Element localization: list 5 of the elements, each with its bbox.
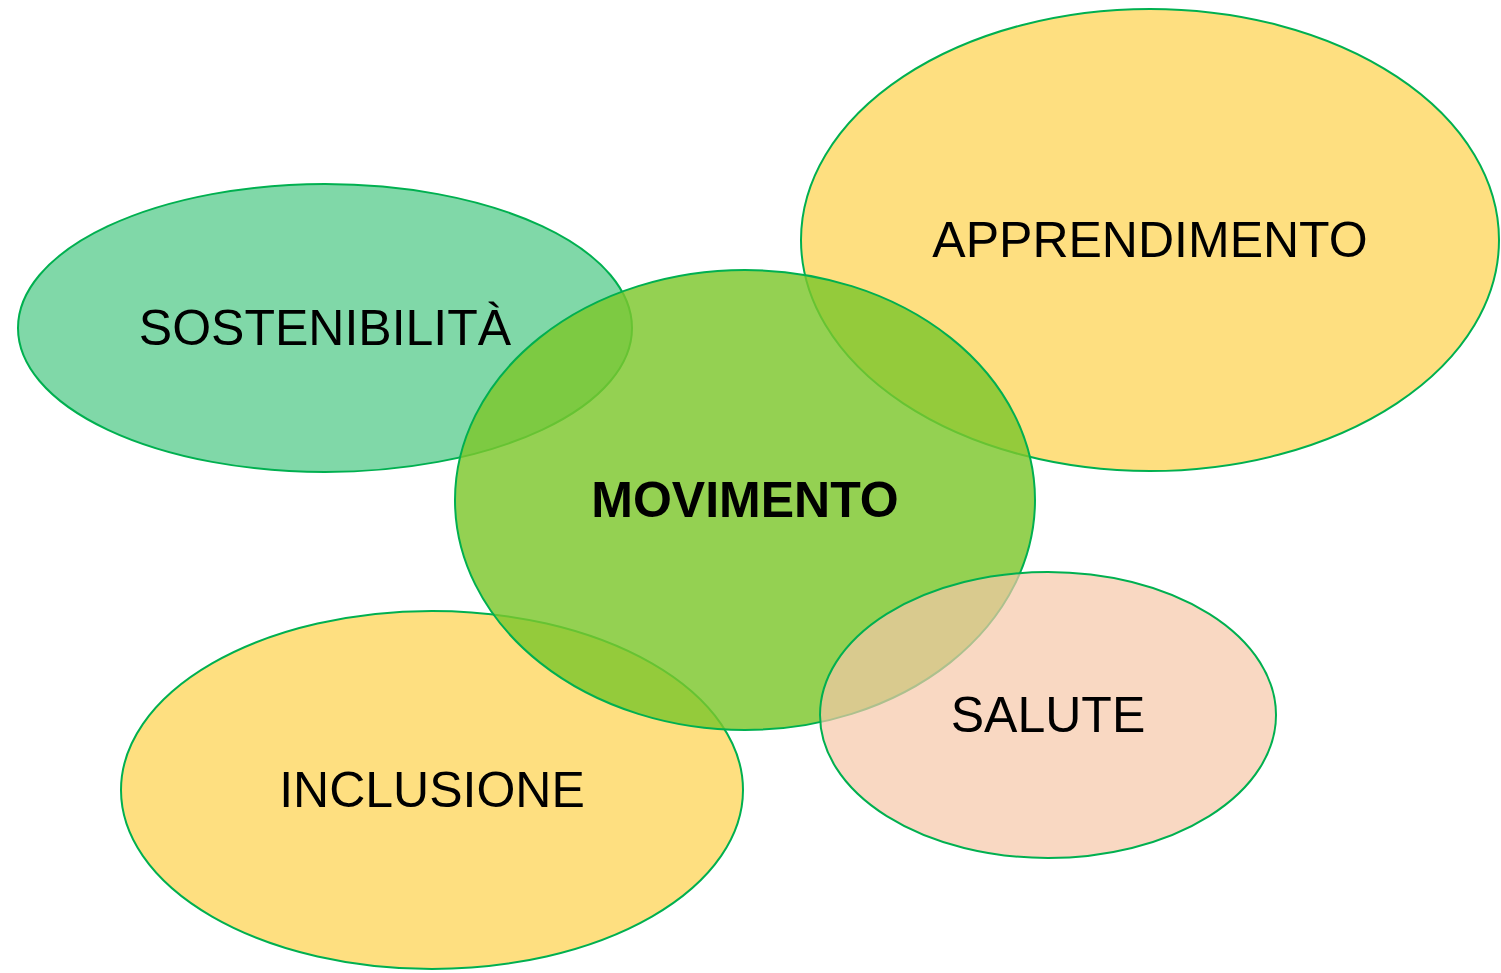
node-label: APPRENDIMENTO [932, 211, 1368, 269]
node-label: SOSTENIBILITÀ [138, 299, 512, 357]
node-label: SALUTE [950, 686, 1146, 744]
node-label: MOVIMENTO [591, 471, 899, 529]
node-label: INCLUSIONE [279, 761, 585, 819]
